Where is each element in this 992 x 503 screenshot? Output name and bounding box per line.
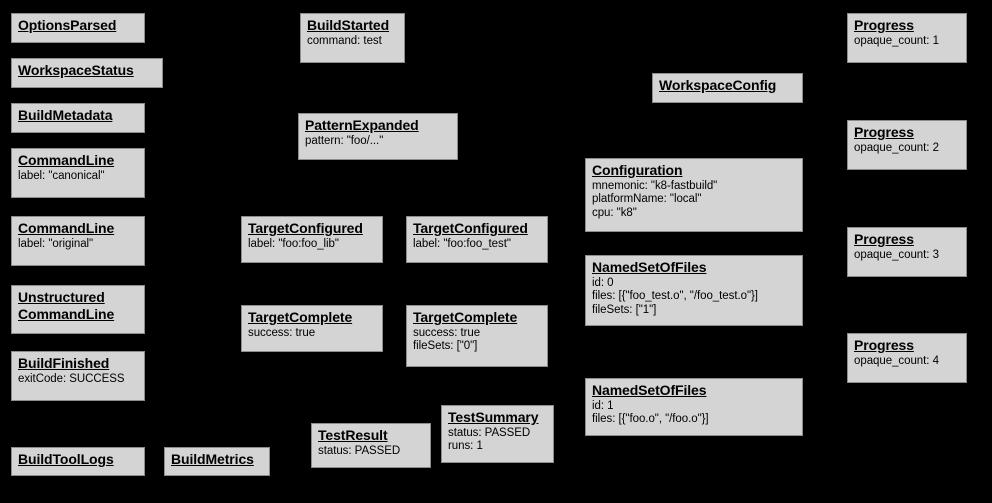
node-fields: status: PASSED: [318, 444, 401, 457]
node-options-parsed[interactable]: OptionsParsed: [11, 13, 145, 43]
node-title: BuildStarted: [307, 17, 390, 33]
node-title: WorkspaceConfig: [659, 77, 777, 93]
node-title: TargetComplete: [413, 309, 518, 325]
node-title: CommandLine: [18, 152, 115, 168]
node-title: BuildFinished: [18, 355, 110, 371]
node-fields: label: "foo:foo_test": [413, 237, 511, 250]
node-fields: id: 0 files: [{"foo_test.o", "/foo_test.…: [592, 276, 758, 316]
node-title: TargetConfigured: [248, 220, 363, 236]
node-title: BuildMetrics: [171, 451, 254, 467]
node-title: BuildMetadata: [18, 107, 113, 123]
node-fields: exitCode: SUCCESS: [18, 372, 125, 385]
node-build-tool-logs[interactable]: BuildToolLogs: [11, 447, 145, 476]
node-fields: success: true: [248, 326, 316, 339]
node-title: Progress: [854, 231, 914, 247]
node-fields: status: PASSED runs: 1: [448, 426, 531, 453]
node-workspace-config[interactable]: WorkspaceConfig: [652, 73, 803, 103]
node-fields: label: "foo:foo_lib": [248, 237, 339, 250]
node-title: Progress: [854, 337, 914, 353]
node-fields: opaque_count: 4: [854, 354, 939, 367]
node-title: WorkspaceStatus: [18, 62, 134, 78]
node-title: Configuration: [592, 162, 683, 178]
node-workspace-status[interactable]: WorkspaceStatus: [11, 58, 163, 88]
node-fields: label: "original": [18, 237, 94, 250]
node-title: Progress: [854, 17, 914, 33]
node-title: TargetConfigured: [413, 220, 528, 236]
node-build-metadata[interactable]: BuildMetadata: [11, 103, 145, 133]
node-fields: opaque_count: 1: [854, 34, 939, 47]
node-build-metrics[interactable]: BuildMetrics: [164, 447, 270, 476]
node-fields: id: 1 files: [{"foo.o", "/foo.o"}]: [592, 399, 709, 426]
node-title: OptionsParsed: [18, 17, 117, 33]
node-fields: command: test: [307, 34, 382, 47]
node-title: TestSummary: [448, 409, 539, 425]
node-fields: pattern: "foo/...": [305, 134, 384, 147]
node-title: Progress: [854, 124, 914, 140]
node-title: NamedSetOfFiles: [592, 259, 707, 275]
node-fields: label: "canonical": [18, 169, 105, 182]
node-title: BuildToolLogs: [18, 451, 114, 467]
node-title: TestResult: [318, 427, 388, 443]
node-fields: success: true fileSets: ["0"]: [413, 326, 481, 353]
node-unstructured-cmdline[interactable]: Unstructured CommandLine: [11, 285, 145, 334]
node-title: TargetComplete: [248, 309, 353, 325]
node-fields: opaque_count: 2: [854, 141, 939, 154]
node-title: CommandLine: [18, 220, 115, 236]
node-title: PatternExpanded: [305, 117, 419, 133]
node-title: Unstructured CommandLine: [18, 289, 115, 322]
node-fields: mnemonic: "k8-fastbuild" platformName: "…: [592, 179, 718, 219]
node-title: NamedSetOfFiles: [592, 382, 707, 398]
node-fields: opaque_count: 3: [854, 248, 939, 261]
